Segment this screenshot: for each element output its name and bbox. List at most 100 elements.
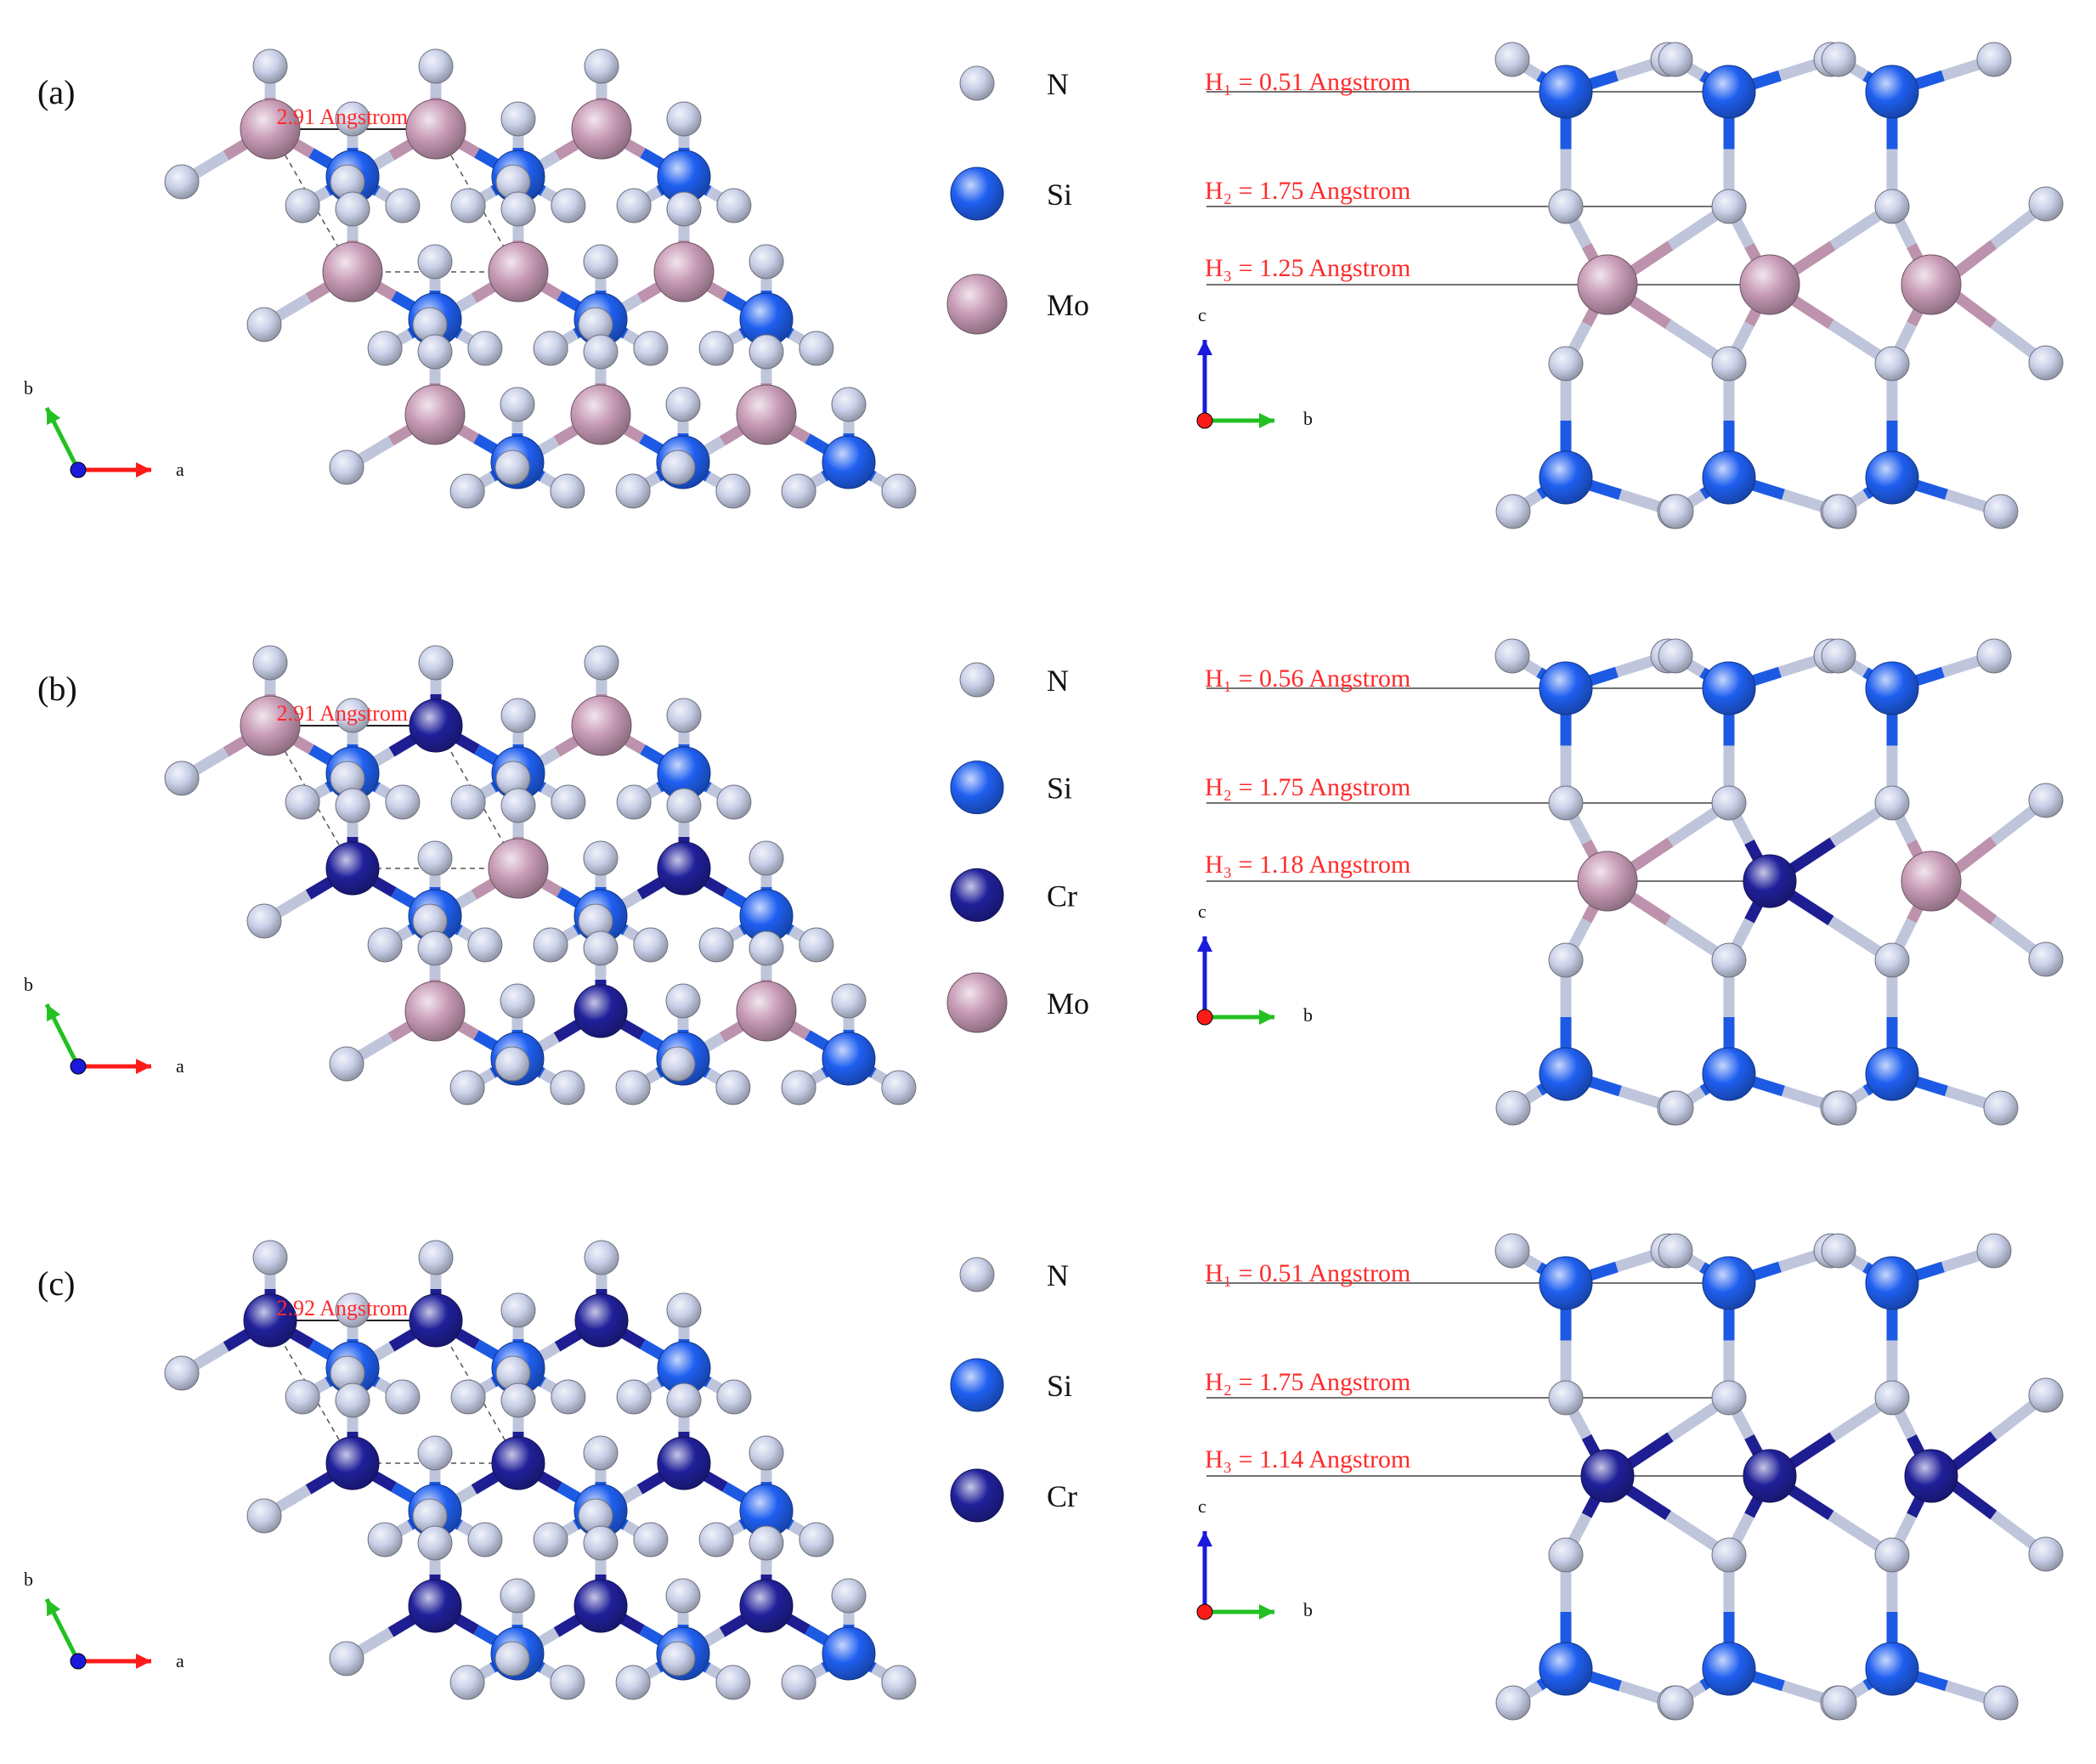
atom-mo — [488, 241, 549, 302]
atom-n — [1874, 189, 1910, 224]
atom-mo — [1577, 254, 1638, 315]
atom-cr — [409, 698, 463, 753]
axis-b-side-arrow-head — [1259, 1604, 1274, 1620]
atom-si — [1702, 1642, 1756, 1696]
atom-n — [749, 244, 784, 280]
atom-cr — [573, 1579, 628, 1633]
atom-n — [715, 473, 751, 509]
atom-n — [551, 784, 586, 820]
atom-n — [583, 840, 619, 876]
height-label-h1: H₁ = 0.51 Angstrom — [1205, 1259, 1410, 1287]
atom-cr — [573, 984, 628, 1038]
atom-n — [1658, 494, 1694, 529]
axis-b-side-label: b — [1303, 408, 1313, 429]
atom-si — [1539, 65, 1593, 119]
axis-origin — [70, 461, 87, 478]
atom-n — [449, 1070, 485, 1105]
atom-n — [500, 983, 535, 1019]
atom-si — [1702, 65, 1756, 119]
atom-mo — [1739, 254, 1800, 315]
atom-n — [665, 1578, 701, 1614]
height-label-h1: H₁ = 0.51 Angstrom — [1205, 68, 1410, 96]
atom-n — [781, 1070, 816, 1105]
atom-mo — [322, 241, 383, 302]
axis-c-arrow-head — [1197, 340, 1212, 355]
atom-mo — [240, 695, 301, 756]
atom-n — [246, 1498, 282, 1534]
atom-n — [285, 188, 320, 223]
atom-n — [665, 983, 701, 1019]
atom-n — [1495, 1090, 1531, 1126]
atom-n — [698, 331, 734, 366]
atom-n — [246, 903, 282, 939]
height-label-h1: H₁ = 0.56 Angstrom — [1205, 664, 1410, 693]
atom-n — [660, 1641, 696, 1676]
atom-n — [500, 191, 536, 227]
atom-n — [550, 1070, 585, 1105]
atom-n — [418, 645, 454, 681]
atom-n — [1983, 494, 2019, 529]
atom-n — [583, 334, 619, 370]
atom-n — [1874, 942, 1910, 978]
atom-n — [467, 1522, 503, 1558]
atom-mo — [404, 981, 466, 1042]
atom-si — [822, 1032, 876, 1086]
atom-n — [583, 244, 619, 280]
atom-n — [1821, 42, 1856, 77]
atom-n — [329, 1641, 364, 1676]
atom-n — [1711, 346, 1747, 382]
top-view: 2.91 Angstrom — [164, 645, 917, 1105]
atom-mo — [570, 384, 631, 445]
atom-n — [660, 1046, 696, 1082]
atom-mo — [736, 384, 797, 445]
atom-si — [822, 435, 876, 489]
atom-cr — [657, 841, 711, 896]
atom-n — [551, 188, 586, 223]
atom-n — [500, 1578, 535, 1614]
atom-n — [1548, 785, 1584, 821]
atom-n — [335, 1382, 370, 1418]
axis-a-label: a — [176, 1650, 184, 1671]
axis-origin — [70, 1058, 87, 1075]
atom-n — [1976, 42, 2012, 77]
axis-origin — [1196, 1009, 1213, 1026]
atom-n — [1658, 638, 1693, 674]
atom-mo — [405, 99, 466, 160]
top-view: 2.91 Angstrom — [164, 48, 917, 509]
atom-si — [1539, 1642, 1593, 1696]
top-axes: ab — [24, 974, 184, 1077]
atom-si — [1702, 450, 1756, 505]
atom-cr — [325, 1436, 380, 1490]
atom-si — [1539, 450, 1593, 505]
atom-n — [335, 191, 370, 227]
atom-n — [533, 331, 568, 366]
legend-cr-label: Cr — [1047, 879, 1077, 913]
atom-n — [584, 48, 619, 84]
top-axes: ab — [24, 377, 184, 480]
legend-mo-label: Mo — [1047, 987, 1089, 1021]
atom-n — [665, 387, 701, 422]
atom-n — [1658, 1233, 1693, 1269]
legend-cr-icon — [950, 868, 1004, 922]
legend-n-icon — [959, 65, 995, 101]
height-label-h2: H₂ = 1.75 Angstrom — [1205, 1368, 1410, 1396]
atom-n — [749, 1525, 784, 1561]
side-view — [1206, 1233, 2064, 1721]
legend-si-label: Si — [1047, 772, 1072, 806]
height-label-h3: H₃ = 1.18 Angstrom — [1205, 851, 1410, 879]
atom-cr — [243, 1293, 297, 1348]
atom-n — [633, 1522, 669, 1558]
atom-n — [335, 101, 370, 137]
atom-n — [367, 331, 403, 366]
atom-n — [584, 645, 619, 681]
atom-n — [367, 1522, 403, 1558]
height-label-h2: H₂ = 1.75 Angstrom — [1205, 177, 1410, 205]
atom-si — [1865, 1256, 1919, 1310]
atom-n — [831, 1578, 867, 1614]
